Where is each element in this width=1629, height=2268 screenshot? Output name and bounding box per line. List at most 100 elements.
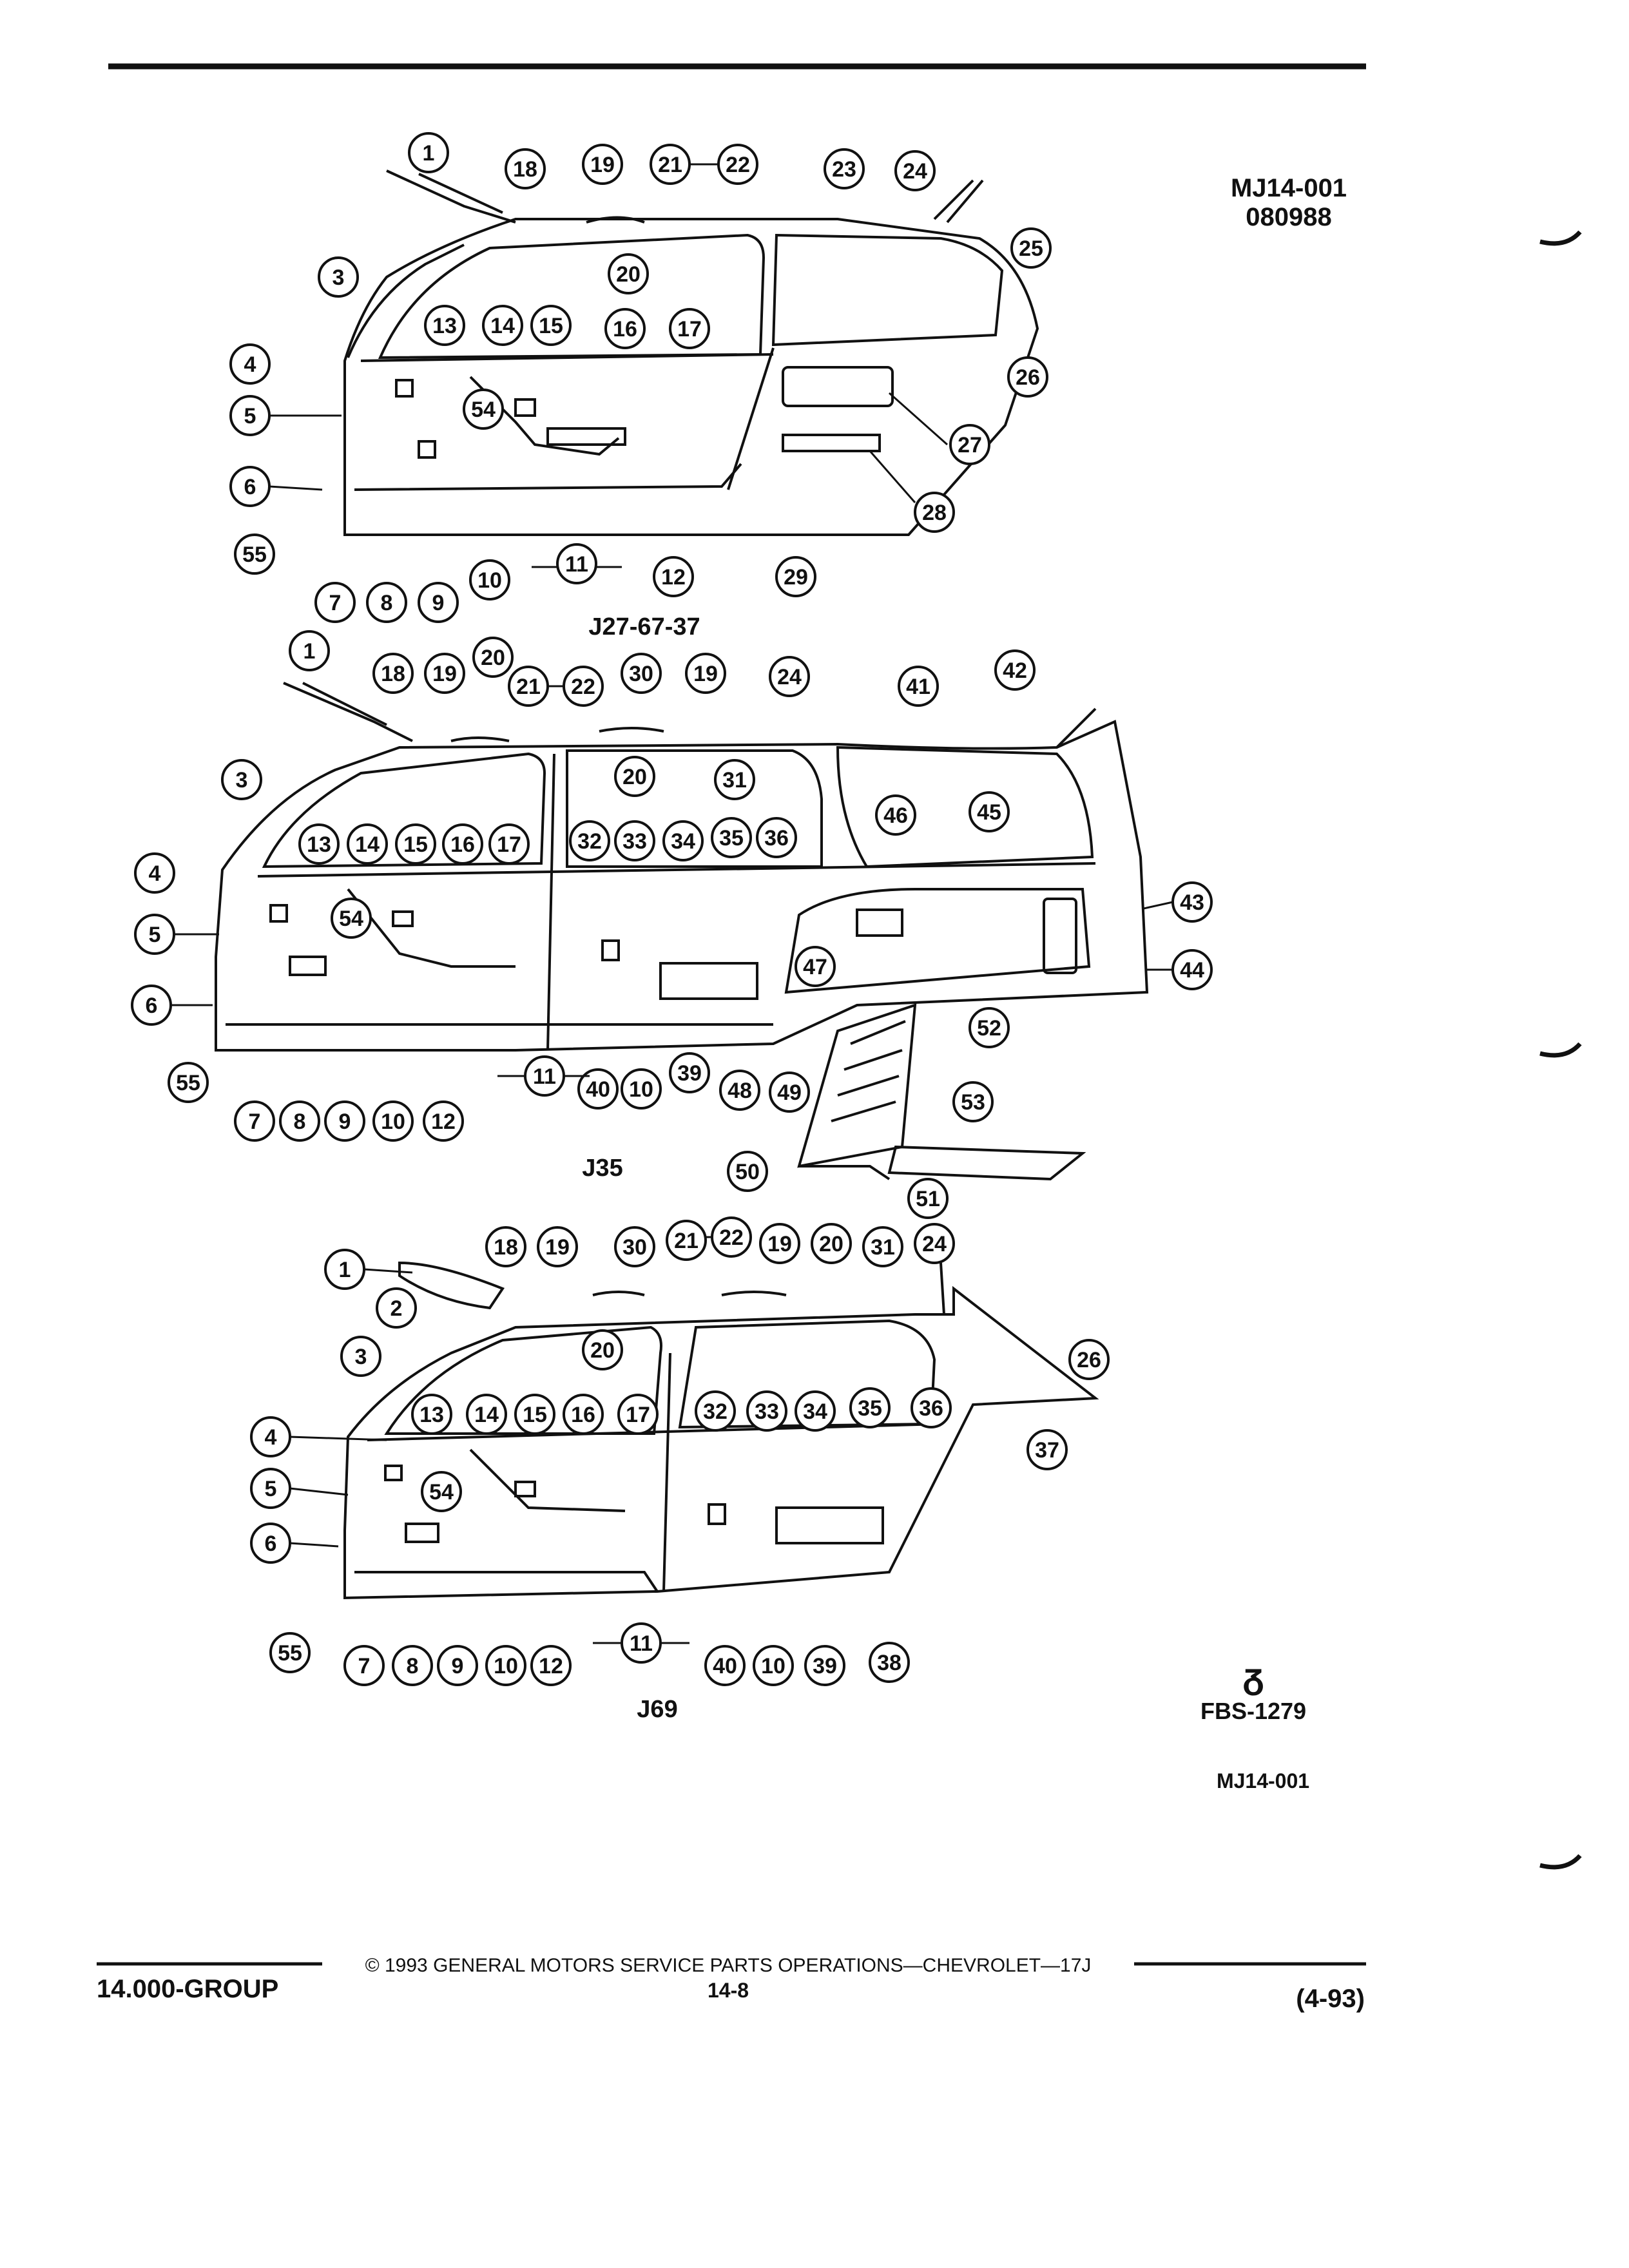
callout-10: 10 (469, 559, 510, 601)
callout-number: 53 (961, 1090, 985, 1115)
callout-50: 50 (727, 1151, 768, 1192)
callout-16: 16 (563, 1394, 604, 1435)
callout-circle (530, 1645, 572, 1686)
header-code: MJ14-001 (1231, 174, 1347, 202)
callout-number: 24 (777, 665, 802, 689)
callout-circle (1027, 1429, 1068, 1470)
view-j69-leaders (289, 1236, 712, 1644)
callout-19: 19 (537, 1226, 578, 1267)
figure-code: FBS-1279 (1200, 1698, 1306, 1724)
callout-number: 19 (432, 662, 457, 686)
callout-circle (719, 1070, 760, 1111)
callout-number: 55 (278, 1641, 302, 1666)
callout-number: 26 (1077, 1348, 1101, 1372)
callout-44: 44 (1171, 949, 1213, 990)
callout-number: 20 (819, 1232, 843, 1256)
callout-circle (756, 817, 797, 858)
callout-circle (969, 791, 1010, 832)
callout-circle (372, 1100, 414, 1142)
callout-number: 30 (629, 662, 653, 686)
callout-number: 44 (1180, 958, 1204, 983)
callout-19b: 19 (759, 1223, 800, 1264)
callout-circle (804, 1645, 845, 1686)
callout-circle (418, 582, 459, 623)
callout-circle (347, 823, 388, 865)
callout-circle (969, 1007, 1010, 1048)
callout-circle (582, 144, 623, 185)
callout-number: 20 (590, 1338, 615, 1363)
callout-16: 16 (604, 308, 646, 349)
callout-number: 1 (423, 141, 435, 166)
callout-number: 33 (755, 1399, 779, 1424)
callout-circle (994, 649, 1036, 691)
callout-30: 30 (614, 1226, 655, 1267)
callout-number: 37 (1035, 1438, 1059, 1463)
callout-11: 11 (556, 543, 597, 584)
callout-7: 7 (234, 1100, 275, 1142)
callout-circle (604, 308, 646, 349)
callout-number: 52 (977, 1016, 1001, 1041)
callout-29: 29 (775, 556, 816, 597)
callout-circle (869, 1642, 910, 1683)
callout-5: 5 (134, 914, 175, 955)
callout-number: 9 (339, 1110, 351, 1134)
callout-number: 12 (539, 1654, 563, 1678)
callout-number: 20 (481, 646, 505, 670)
view-j27-67-37 (343, 169, 1039, 536)
callout-47: 47 (795, 946, 836, 987)
callout-6: 6 (131, 985, 172, 1026)
callout-3: 3 (221, 759, 262, 800)
callout-number: 47 (803, 955, 827, 979)
callout-4: 4 (134, 852, 175, 894)
callout-circle (485, 1226, 526, 1267)
callout-22: 22 (711, 1216, 752, 1258)
callout-number: 54 (471, 398, 496, 422)
callout-number: 8 (407, 1654, 419, 1678)
callout-7: 7 (314, 582, 356, 623)
callout-number: 10 (494, 1654, 518, 1678)
callout-8: 8 (279, 1100, 320, 1142)
callout-circle (914, 492, 955, 533)
callout-45: 45 (969, 791, 1010, 832)
callout-number: 31 (871, 1235, 895, 1260)
callout-33: 33 (614, 820, 655, 861)
view-j69-callouts: 18 19 30 21 22 19 20 31 24 1 2 20 3 26 1… (250, 1216, 1110, 1686)
callout-number: 16 (571, 1403, 595, 1427)
callout-34: 34 (662, 820, 704, 861)
callout-circle (1010, 227, 1052, 269)
callout-circle (617, 1394, 659, 1435)
callout-number: 19 (590, 153, 615, 177)
callout-number: 20 (622, 765, 647, 789)
callout-18: 18 (505, 148, 546, 189)
callout-54: 54 (331, 898, 372, 939)
callout-circle (795, 1390, 836, 1432)
callout-number: 18 (513, 157, 537, 182)
callout-20: 20 (608, 253, 649, 294)
callout-circle (469, 559, 510, 601)
view-label-j69: J69 (637, 1696, 677, 1723)
callout-circle (582, 1329, 623, 1370)
callout-30: 30 (621, 653, 662, 694)
callout-number: 40 (713, 1654, 737, 1678)
callout-number: 40 (586, 1077, 610, 1102)
callout-circle (911, 1387, 952, 1428)
callout-number: 9 (432, 591, 445, 615)
callout-32: 32 (695, 1390, 736, 1432)
callout-circle (372, 653, 414, 694)
callout-21: 21 (666, 1220, 707, 1261)
callout-number: 10 (381, 1110, 405, 1134)
footer-date: (4-93) (1296, 1984, 1365, 2013)
footer-group: 14.000-GROUP (97, 1975, 278, 2003)
callout-number: 5 (244, 404, 256, 428)
callout-number: 12 (661, 565, 686, 590)
callout-20: 20 (811, 1223, 852, 1264)
callout-number: 6 (244, 475, 256, 499)
callout-circle (234, 1100, 275, 1142)
callout-26: 26 (1007, 356, 1048, 398)
callout-48: 48 (719, 1070, 760, 1111)
callout-number: 4 (265, 1425, 277, 1450)
callout-22: 22 (717, 144, 758, 185)
callout-number: 1 (304, 639, 316, 664)
callout-circle (289, 630, 330, 671)
callout-18: 18 (485, 1226, 526, 1267)
